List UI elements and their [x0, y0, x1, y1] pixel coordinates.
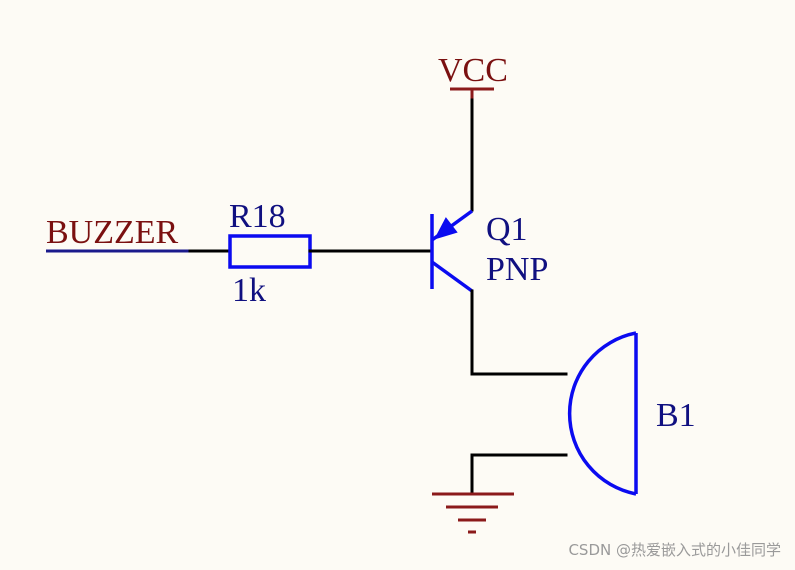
- buzzer-ground-wire: [470, 453, 568, 496]
- transistor-ref-label: Q1: [486, 211, 528, 248]
- transistor-collector-leg: [430, 260, 474, 293]
- resistor-ref-label: R18: [229, 198, 286, 235]
- pnp-transistor-q1: [430, 209, 474, 293]
- transistor-type-label: PNP: [486, 251, 548, 288]
- vcc-label: VCC: [438, 52, 508, 89]
- buzzer-net-label: BUZZER: [46, 214, 179, 251]
- resistor-value-label: 1k: [232, 272, 266, 309]
- vcc-power-symbol: [450, 87, 494, 100]
- collector-buzzer-wire: [470, 289, 568, 376]
- buzzer-arc: [567, 331, 637, 496]
- watermark-text: CSDN @热爱嵌入式的小佳同学: [568, 541, 781, 559]
- resistor-r18: [228, 234, 312, 269]
- ground-symbol: [432, 492, 514, 534]
- buzzer-b1: [567, 331, 638, 496]
- buzzer-ref-label: B1: [656, 397, 696, 434]
- transistor-emitter-arrow: [434, 217, 458, 240]
